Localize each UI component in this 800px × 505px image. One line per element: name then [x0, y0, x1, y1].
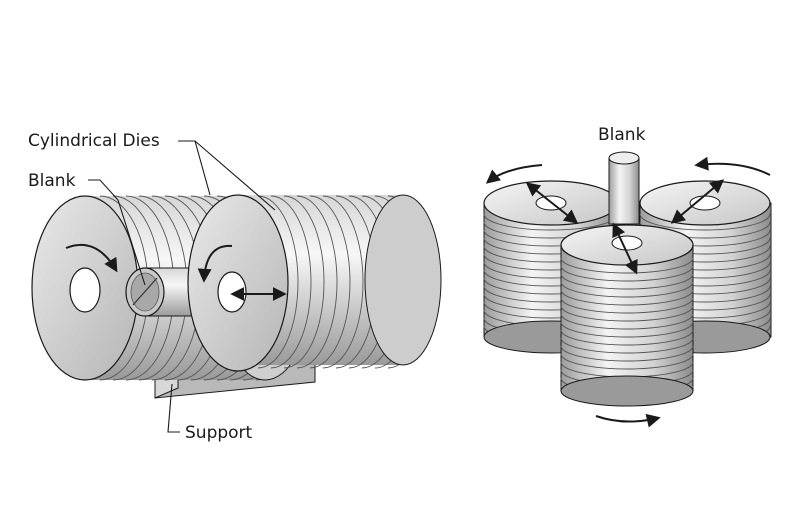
back-right-feed-arrow: [670, 179, 725, 224]
die-ridge: [257, 195, 299, 369]
support-label: Support: [185, 423, 253, 443]
die-ridge: [560, 289, 694, 306]
die-ridge: [560, 345, 694, 362]
back-left-rotation-arrow: [485, 164, 543, 184]
right-cylindrical-die: [187, 194, 442, 372]
blank-label-right: Blank: [598, 125, 646, 145]
die-ridge: [560, 281, 694, 298]
die-ridge: [560, 305, 694, 322]
die-ridge: [560, 321, 694, 338]
left-die-rotation-arrow: [65, 243, 118, 273]
die-ridge: [322, 195, 364, 369]
die-ridge: [560, 337, 694, 354]
die-ridge: [560, 313, 694, 330]
die-ridge: [560, 329, 694, 346]
blank-label-left: Blank: [28, 171, 76, 191]
cylindrical-dies-label: Cylindrical Dies: [28, 131, 160, 151]
die-ridge: [283, 195, 325, 369]
die-ridge: [560, 353, 694, 370]
front-die: [560, 224, 694, 407]
die-ridge: [270, 195, 312, 369]
right-assembly: [483, 151, 772, 428]
back-right-rotation-arrow: [694, 156, 771, 176]
back-left-feed-arrow: [525, 182, 579, 224]
die-ridge: [560, 265, 694, 282]
left-assembly: [31, 140, 442, 433]
leader-lines-left: [88, 140, 276, 433]
right-die-rotation-arrow: [197, 244, 233, 283]
die-ridge: [560, 297, 694, 314]
front-rotation-arrow: [595, 413, 661, 428]
front-feed-arrow: [612, 222, 638, 275]
die-ridge: [296, 195, 338, 369]
die-ridge: [560, 273, 694, 290]
vertical-blank: [608, 151, 640, 225]
die-ridge: [639, 213, 771, 231]
die-ridge: [309, 195, 351, 369]
